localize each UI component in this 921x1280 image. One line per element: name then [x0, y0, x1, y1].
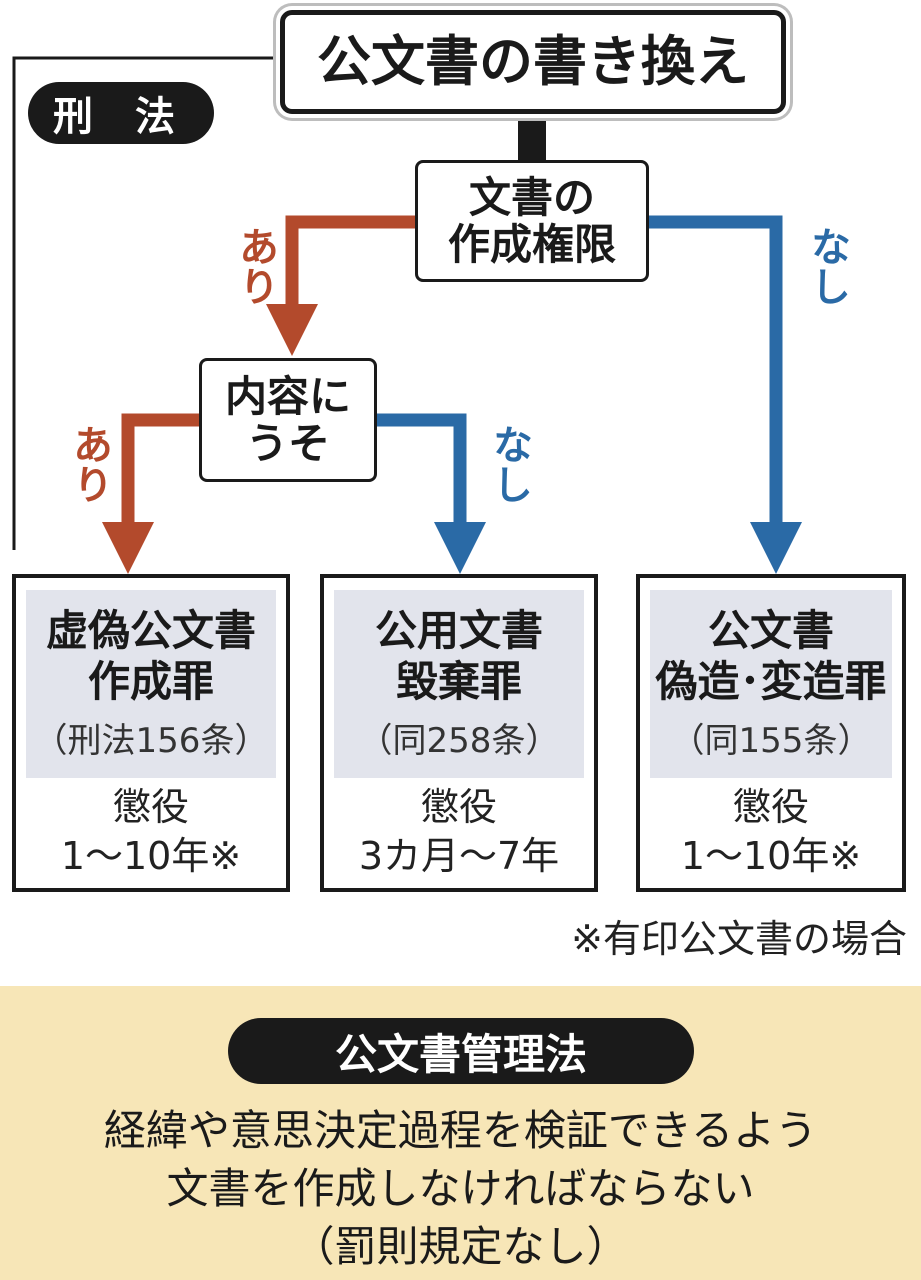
title-connector — [518, 112, 546, 164]
result-document-destruction: 公用文書 毀棄罪 （同258条） 懲役 3カ月～7年 — [320, 574, 598, 892]
records-management-text: 経緯や意思決定過程を検証できるよう 文書を作成しなければならない （罰則規定なし… — [0, 1102, 921, 1276]
criminal-law-badge: 刑 法 — [28, 82, 214, 144]
result-name-line-1: 公用文書 — [374, 606, 543, 656]
question-falsehood-line-1: 内容に — [224, 371, 351, 421]
management-line-3: （罰則規定なし） — [292, 1221, 629, 1271]
result-document-forgery: 公文書 偽造･変造罪 （同155条） 懲役 1～10年※ — [636, 574, 906, 892]
result-name-line-1: 公文書 — [707, 606, 834, 656]
result-header: 公文書 偽造･変造罪 （同155条） — [650, 590, 892, 778]
branch-label-authority-yes: あり — [232, 226, 278, 306]
result-penalty: 懲役 1～10年※ — [60, 785, 242, 879]
branch-label-falsehood-no: なし — [486, 424, 532, 504]
question-falsehood-line-2: うそ — [245, 419, 330, 468]
result-header: 公用文書 毀棄罪 （同258条） — [334, 590, 584, 778]
branch-label-authority-no: なし — [804, 226, 850, 306]
result-penalty: 懲役 1～10年※ — [680, 785, 862, 879]
records-management-badge: 公文書管理法 — [228, 1018, 694, 1084]
footnote: ※有印公文書の場合 — [571, 917, 907, 961]
arrow-authority-yes — [266, 215, 417, 356]
management-line-2: 文書を作成しなければならない — [166, 1163, 755, 1213]
question-authority-line-1: 文書の — [468, 172, 595, 222]
question-authority-box: 文書の 作成権限 — [415, 160, 649, 282]
result-law-article: （同155条） — [670, 720, 872, 761]
result-false-document: 虚偽公文書 作成罪 （刑法156条） 懲役 1～10年※ — [12, 574, 290, 892]
result-name-line-2: 作成罪 — [87, 656, 214, 706]
criminal-law-bracket — [12, 56, 280, 550]
result-law-article: （同258条） — [358, 720, 560, 761]
question-falsehood-box: 内容に うそ — [199, 358, 377, 482]
records-management-panel: 公文書管理法 経緯や意思決定過程を検証できるよう 文書を作成しなければならない … — [0, 986, 921, 1280]
question-authority-line-2: 作成権限 — [447, 220, 616, 269]
result-penalty: 懲役 3カ月～7年 — [358, 785, 560, 879]
result-name-line-1: 虚偽公文書 — [45, 606, 256, 656]
management-line-1: 経緯や意思決定過程を検証できるよう — [103, 1106, 818, 1155]
result-law-article: （刑法156条） — [33, 720, 269, 761]
result-name-line-2: 毀棄罪 — [395, 656, 522, 706]
branch-label-falsehood-yes: あり — [66, 424, 112, 504]
result-name-line-2: 偽造･変造罪 — [655, 656, 887, 706]
result-header: 虚偽公文書 作成罪 （刑法156条） — [26, 590, 276, 778]
title-text: 公文書の書き換え — [317, 29, 749, 93]
diagram-title: 公文書の書き換え — [280, 10, 786, 114]
arrow-authority-no — [647, 215, 802, 574]
arrow-falsehood-no — [375, 413, 486, 574]
arrow-falsehood-yes — [102, 413, 201, 574]
